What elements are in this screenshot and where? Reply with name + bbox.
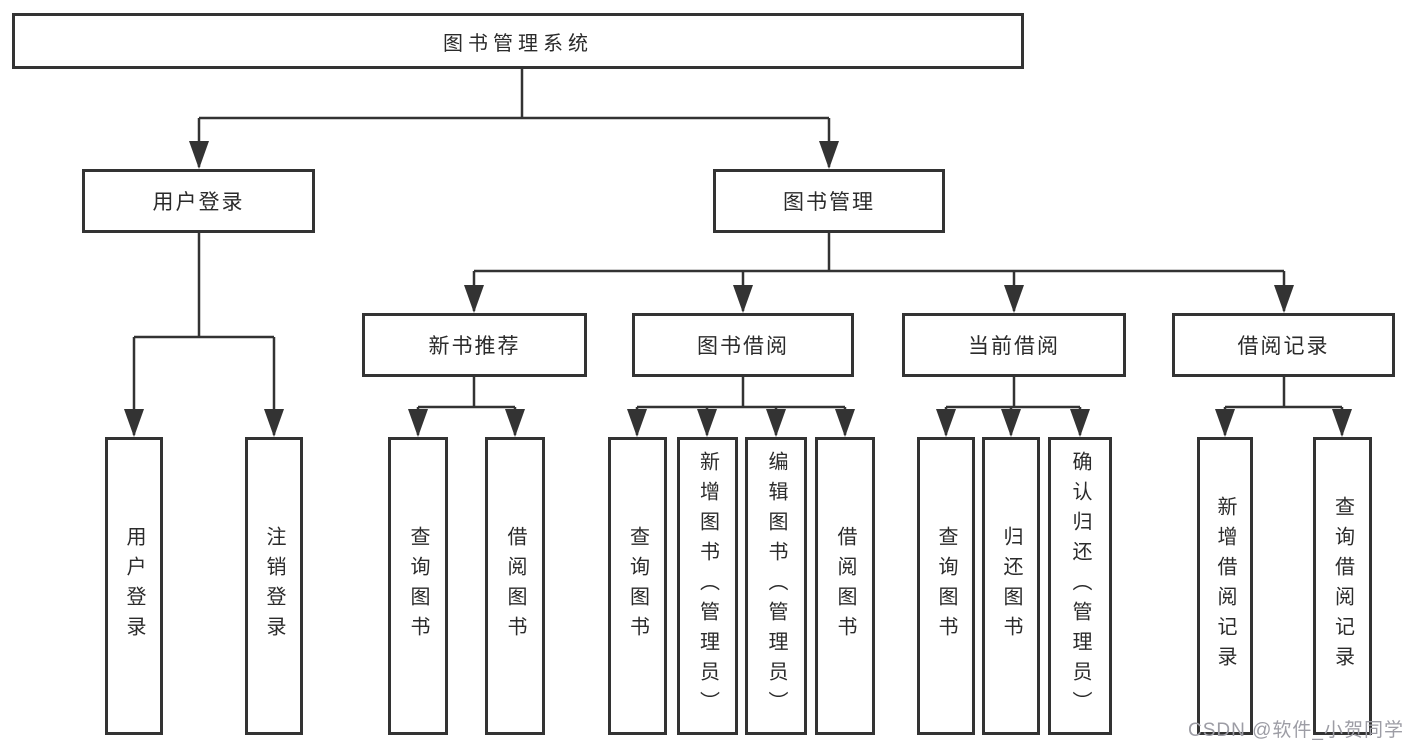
wire-root-to-level2 bbox=[197, 69, 831, 167]
wire-user-login-branch bbox=[132, 233, 276, 435]
current-borrow-label: 当前借阅 bbox=[968, 335, 1060, 358]
leaf-borrow-borrow-book: 借阅图书 bbox=[815, 437, 875, 735]
leaf-logout-label: 注销登录 bbox=[263, 526, 285, 646]
leaf-current-confirm-return-label: 确认归还（管理员） bbox=[1069, 451, 1091, 721]
arrow-icon bbox=[766, 409, 786, 437]
arrow-icon bbox=[189, 141, 209, 169]
current-borrow-node: 当前借阅 bbox=[902, 313, 1126, 377]
arrow-icon bbox=[835, 409, 855, 437]
wire-borrow-records-branch bbox=[1223, 377, 1344, 435]
book-management-node: 图书管理 bbox=[713, 169, 945, 233]
leaf-recommend-borrow-book-label: 借阅图书 bbox=[504, 526, 526, 646]
leaf-borrow-borrow-book-label: 借阅图书 bbox=[834, 526, 856, 646]
leaf-current-query-book: 查询图书 bbox=[917, 437, 975, 735]
arrow-icon bbox=[819, 141, 839, 169]
leaf-current-return-book-label: 归还图书 bbox=[1000, 526, 1022, 646]
book-borrow-node: 图书借阅 bbox=[632, 313, 854, 377]
new-book-recommend-node: 新书推荐 bbox=[362, 313, 587, 377]
leaf-borrow-add-book: 新增图书（管理员） bbox=[677, 437, 738, 735]
leaf-current-query-book-label: 查询图书 bbox=[935, 526, 957, 646]
borrow-records-label: 借阅记录 bbox=[1237, 335, 1330, 358]
arrow-icon bbox=[697, 409, 717, 437]
leaf-current-return-book: 归还图书 bbox=[982, 437, 1040, 735]
arrow-icon bbox=[408, 409, 428, 437]
arrowheads bbox=[124, 141, 1352, 437]
leaf-records-add-record-label: 新增借阅记录 bbox=[1214, 496, 1236, 676]
arrow-icon bbox=[1004, 285, 1024, 313]
wire-book-borrow-branch bbox=[635, 377, 847, 435]
arrow-icon bbox=[264, 409, 284, 437]
leaf-records-query-record: 查询借阅记录 bbox=[1313, 437, 1372, 735]
arrow-icon bbox=[124, 409, 144, 437]
arrow-icon bbox=[627, 409, 647, 437]
user-login-node: 用户登录 bbox=[82, 169, 315, 233]
leaf-borrow-query-book-label: 查询图书 bbox=[626, 526, 649, 646]
root-node-label: 图书管理系统 bbox=[443, 32, 593, 55]
leaf-records-add-record: 新增借阅记录 bbox=[1197, 437, 1253, 735]
leaf-logout: 注销登录 bbox=[245, 437, 303, 735]
leaf-recommend-borrow-book: 借阅图书 bbox=[485, 437, 545, 735]
arrow-icon bbox=[936, 409, 956, 437]
leaf-borrow-query-book: 查询图书 bbox=[608, 437, 667, 735]
leaf-recommend-query-book-label: 查询图书 bbox=[407, 526, 429, 646]
arrow-icon bbox=[1215, 409, 1235, 437]
wire-new-book-branch bbox=[416, 377, 517, 435]
arrow-icon bbox=[1001, 409, 1021, 437]
leaf-borrow-edit-book-label: 编辑图书（管理员） bbox=[765, 451, 787, 721]
leaf-records-query-record-label: 查询借阅记录 bbox=[1331, 496, 1354, 676]
root-node: 图书管理系统 bbox=[12, 13, 1024, 69]
book-management-node-label: 图书管理 bbox=[783, 191, 875, 214]
borrow-records-node: 借阅记录 bbox=[1172, 313, 1395, 377]
wire-book-management-branch bbox=[472, 233, 1286, 311]
arrow-icon bbox=[1274, 285, 1294, 313]
arrow-icon bbox=[464, 285, 484, 313]
arrow-icon bbox=[1070, 409, 1090, 437]
user-login-node-label: 用户登录 bbox=[152, 191, 245, 214]
arrow-icon bbox=[505, 409, 525, 437]
leaf-borrow-edit-book: 编辑图书（管理员） bbox=[745, 437, 807, 735]
csdn-watermark: CSDN @软件_小贺同学 bbox=[1188, 720, 1404, 741]
leaf-recommend-query-book: 查询图书 bbox=[388, 437, 448, 735]
leaf-borrow-add-book-label: 新增图书（管理员） bbox=[696, 451, 719, 721]
new-book-recommend-label: 新书推荐 bbox=[428, 335, 521, 358]
arrow-icon bbox=[1332, 409, 1352, 437]
leaf-user-login: 用户登录 bbox=[105, 437, 163, 735]
book-borrow-label: 图书借阅 bbox=[697, 335, 789, 358]
leaf-current-confirm-return: 确认归还（管理员） bbox=[1048, 437, 1112, 735]
leaf-user-login-label: 用户登录 bbox=[123, 526, 145, 646]
arrow-icon bbox=[733, 285, 753, 313]
